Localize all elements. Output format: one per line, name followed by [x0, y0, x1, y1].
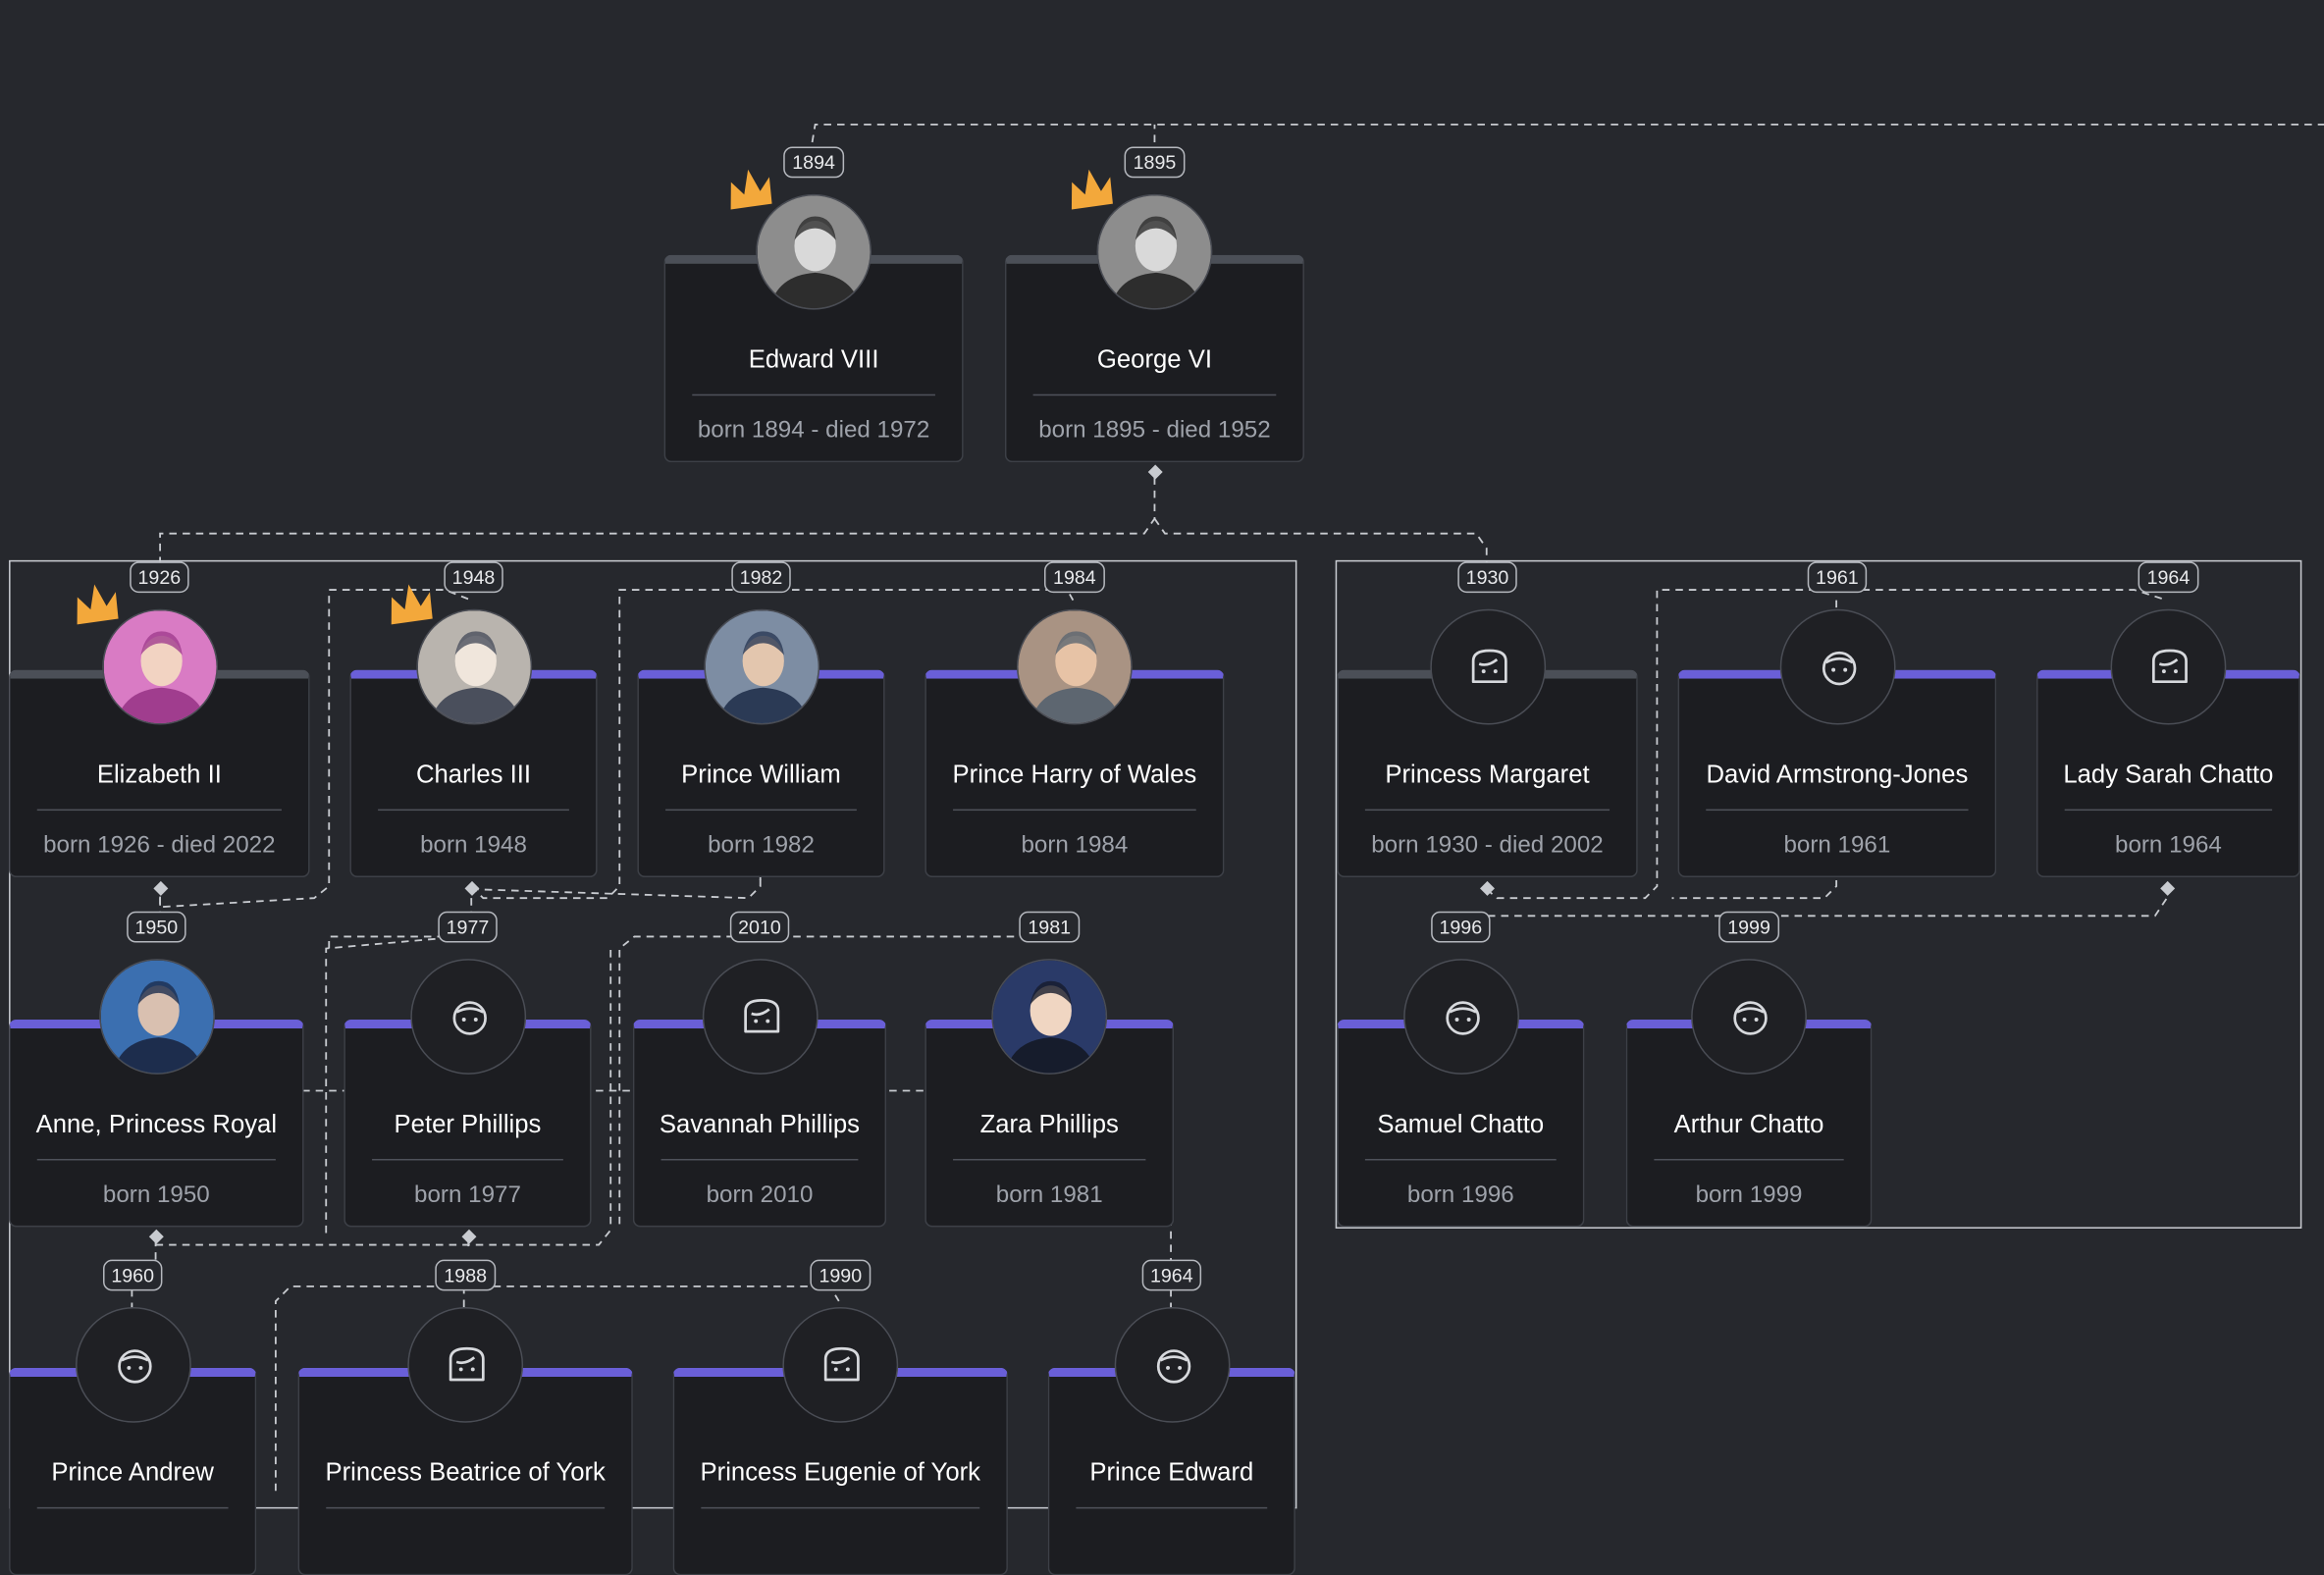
birth-year-badge: 1984: [1043, 561, 1105, 594]
person-dates: born 1926 - died 2022: [43, 832, 276, 859]
birth-year-badge: 1950: [126, 911, 187, 943]
person-name: Samuel Chatto: [1377, 1110, 1545, 1138]
birth-year-badge: 1926: [129, 561, 190, 594]
person-dates: born 1948: [420, 832, 527, 859]
birth-year-badge: 1990: [810, 1259, 872, 1291]
card-divider: [1364, 809, 1611, 812]
birth-year-badge: 1948: [443, 561, 504, 594]
person-dates: born 1950: [102, 1182, 210, 1208]
person-dates: born 1961: [1783, 832, 1891, 859]
person-name: Anne, Princess Royal: [35, 1110, 278, 1138]
card-divider: [1706, 809, 1969, 812]
person-dates: born 1895 - died 1952: [1038, 417, 1271, 444]
person-dates: born 1999: [1695, 1182, 1803, 1208]
female-avatar-icon[interactable]: [407, 1306, 524, 1423]
person-name: Princess Margaret: [1385, 760, 1590, 789]
person-name: David Armstrong-Jones: [1706, 760, 1969, 789]
card-divider: [372, 1158, 563, 1161]
person-name: Zara Phillips: [979, 1110, 1119, 1138]
person-dates: born 1996: [1406, 1182, 1514, 1208]
crown-icon: [724, 166, 780, 216]
person-name: Prince Harry of Wales: [952, 760, 1197, 789]
birth-year-badge: 1981: [1019, 911, 1081, 943]
avatar-photo[interactable]: [415, 608, 532, 725]
card-divider: [2064, 809, 2273, 812]
avatar-photo[interactable]: [991, 959, 1108, 1075]
person-name: Princess Eugenie of York: [700, 1458, 980, 1487]
card-divider: [36, 809, 282, 812]
person-dates: born 1977: [414, 1182, 521, 1208]
birth-year-badge: 1988: [435, 1259, 497, 1291]
card-divider: [326, 1506, 606, 1509]
person-name: Prince Andrew: [51, 1458, 214, 1487]
person-dates: born 1894 - died 1972: [697, 417, 930, 444]
card-divider: [36, 1506, 229, 1509]
person-name: Lady Sarah Chatto: [2063, 760, 2274, 789]
avatar-photo[interactable]: [703, 608, 819, 725]
card-divider: [953, 1158, 1146, 1161]
card-divider: [701, 1506, 980, 1509]
card-divider: [378, 809, 569, 812]
person-dates: born 1982: [708, 832, 815, 859]
birth-year-badge: 1964: [1140, 1259, 1202, 1291]
birth-year-badge: 2010: [729, 911, 790, 943]
person-name: Princess Beatrice of York: [325, 1458, 606, 1487]
person-name: Peter Phillips: [394, 1110, 542, 1138]
female-avatar-icon[interactable]: [702, 959, 818, 1075]
card-divider: [1364, 1158, 1557, 1161]
birth-year-badge: 1964: [2138, 561, 2199, 594]
person-name: Prince Edward: [1089, 1458, 1254, 1487]
card-divider: [1654, 1158, 1844, 1161]
person-name: Arthur Chatto: [1673, 1110, 1824, 1138]
avatar-photo[interactable]: [756, 193, 872, 310]
avatar-photo[interactable]: [98, 959, 215, 1075]
crown-icon: [385, 581, 441, 631]
male-avatar-icon[interactable]: [75, 1306, 191, 1423]
card-divider: [692, 394, 935, 396]
person-dates: born 1930 - died 2002: [1371, 832, 1604, 859]
birth-year-badge: 1961: [1806, 561, 1868, 594]
person-dates: born 1981: [995, 1182, 1103, 1208]
avatar-photo[interactable]: [1096, 193, 1213, 310]
person-card-arthur[interactable]: Arthur Chatto born 1999: [1625, 1020, 1873, 1228]
card-divider: [665, 809, 857, 812]
female-avatar-icon[interactable]: [782, 1306, 899, 1423]
birth-year-badge: 1960: [102, 1259, 164, 1291]
person-name: Prince William: [681, 760, 841, 789]
card-divider: [1032, 394, 1277, 396]
male-avatar-icon[interactable]: [1402, 959, 1519, 1075]
card-divider: [660, 1158, 859, 1161]
card-divider: [36, 1158, 276, 1161]
male-avatar-icon[interactable]: [409, 959, 526, 1075]
birth-year-badge: 1977: [437, 911, 499, 943]
female-avatar-icon[interactable]: [2110, 608, 2227, 725]
person-name: Elizabeth II: [96, 760, 222, 789]
person-dates: born 2010: [706, 1182, 814, 1208]
crown-icon: [71, 581, 127, 631]
male-avatar-icon[interactable]: [1778, 608, 1895, 725]
birth-year-badge: 1894: [783, 146, 844, 179]
birth-year-badge: 1999: [1718, 911, 1779, 943]
female-avatar-icon[interactable]: [1429, 608, 1546, 725]
avatar-photo[interactable]: [1016, 608, 1133, 725]
person-name: Savannah Phillips: [659, 1110, 861, 1138]
avatar-photo[interactable]: [101, 608, 218, 725]
person-name: George VI: [1096, 344, 1212, 374]
birth-year-badge: 1982: [730, 561, 792, 594]
person-dates: born 1964: [2115, 832, 2222, 859]
crown-icon: [1066, 166, 1122, 216]
birth-year-badge: 1930: [1456, 561, 1518, 594]
person-dates: born 1984: [1021, 832, 1129, 859]
family-group-right: [1335, 559, 2302, 1229]
birth-year-badge: 1996: [1430, 911, 1492, 943]
card-divider: [1076, 1506, 1268, 1509]
person-name: Edward VIII: [748, 344, 879, 374]
person-name: Charles III: [415, 760, 532, 789]
male-avatar-icon[interactable]: [1113, 1306, 1230, 1423]
card-divider: [953, 809, 1196, 812]
birth-year-badge: 1895: [1124, 146, 1186, 179]
male-avatar-icon[interactable]: [1691, 959, 1807, 1075]
